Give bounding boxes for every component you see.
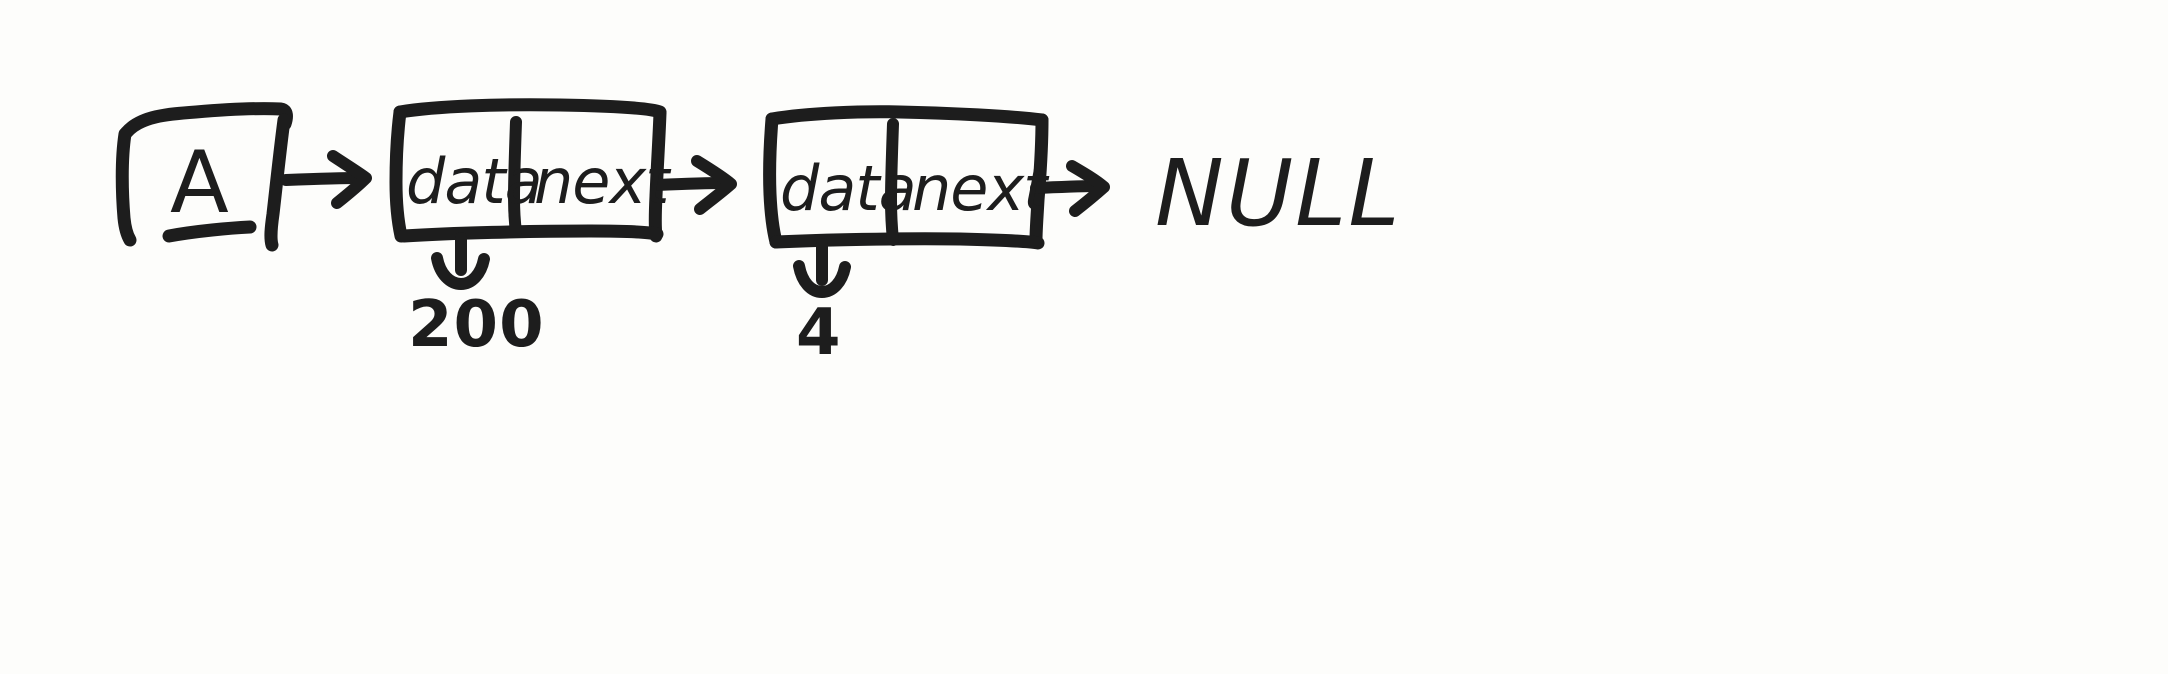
node2-top-edge bbox=[765, 105, 1049, 127]
head-box-top-edge bbox=[119, 102, 293, 140]
node1-bottom-edge bbox=[397, 224, 664, 243]
head-box-left-edge bbox=[115, 127, 137, 247]
node-2-value-connector bbox=[793, 238, 851, 298]
node2-right-edge bbox=[1029, 113, 1049, 247]
arrow-node-1-to-node-2 bbox=[651, 155, 737, 215]
head-box-bottom-edge bbox=[162, 220, 257, 243]
head-pointer-label: A bbox=[170, 133, 230, 233]
arrow1-shaft bbox=[280, 172, 366, 186]
node-1-next-label: next bbox=[534, 145, 669, 218]
arrow2-head bbox=[691, 155, 737, 215]
node1-left-edge bbox=[389, 105, 408, 243]
arrow3-head bbox=[1066, 160, 1110, 217]
arrow2-shaft bbox=[651, 177, 730, 191]
node1-divider bbox=[508, 116, 522, 238]
arrow-node-2-to-null bbox=[1030, 160, 1110, 217]
head-box-right-edge bbox=[264, 113, 291, 252]
node-2-data-label: data bbox=[780, 152, 917, 225]
node2-divider bbox=[885, 118, 899, 246]
node1-top-edge bbox=[393, 98, 667, 119]
node1-hook-curve bbox=[431, 252, 490, 290]
arrow1-head bbox=[327, 150, 372, 209]
node-1-data-label: data bbox=[406, 145, 543, 218]
arrow-head-to-node-1 bbox=[280, 150, 372, 209]
null-terminator-label: NULL bbox=[1155, 140, 1402, 247]
node2-hook-curve bbox=[793, 260, 851, 298]
node-1-value-connector bbox=[431, 232, 490, 290]
node-2-box[interactable] bbox=[763, 105, 1049, 250]
head-pointer-box[interactable] bbox=[115, 102, 293, 252]
node-1-box[interactable] bbox=[389, 98, 667, 243]
node2-bottom-edge bbox=[769, 232, 1045, 250]
node-2-next-label: next bbox=[912, 152, 1047, 225]
node2-left-edge bbox=[763, 112, 783, 249]
node1-right-edge bbox=[648, 106, 667, 243]
node-1-data-value: 200 bbox=[408, 288, 545, 362]
node-2-data-value: 4 bbox=[796, 296, 842, 370]
